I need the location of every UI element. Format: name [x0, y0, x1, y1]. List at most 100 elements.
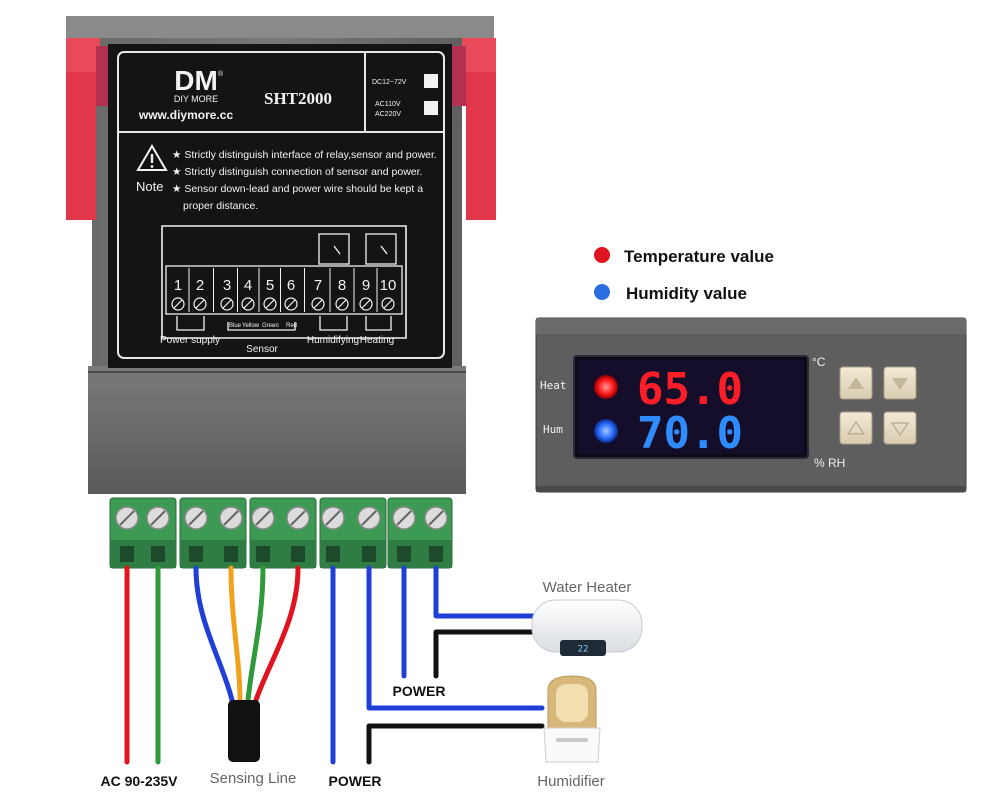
water-heater: 22: [531, 599, 643, 656]
group-label-power-supply: Power supply: [160, 335, 220, 346]
up-arrow-icon: [848, 377, 864, 389]
sensing-cable: [228, 700, 260, 762]
terminal-screw-icon: [424, 506, 448, 530]
controller-top-bar: [66, 16, 494, 38]
wire-sensor-blue: [193, 565, 235, 703]
unit-celsius: °C: [812, 355, 826, 369]
terminal-number: 10: [380, 277, 397, 294]
terminal-number: 7: [314, 277, 322, 294]
terminal-block: [109, 497, 177, 569]
wire-label-green: Green: [262, 323, 279, 329]
humidifier-label: Humidifier: [537, 773, 605, 790]
legend-temperature-label: Temperature value: [624, 247, 774, 266]
terminal-number: 6: [287, 277, 295, 294]
terminal-number: 8: [338, 277, 346, 294]
button-down-1[interactable]: [883, 366, 917, 400]
group-label-sensor: Sensor: [246, 344, 278, 355]
brand-website: www.diymore.cc: [138, 108, 234, 122]
brand-logo: DM: [174, 65, 218, 96]
wire-heater-blue: [433, 565, 537, 619]
warning-line-4: proper distance.: [183, 200, 258, 212]
terminal-screw-icon: [115, 506, 139, 530]
up-arrow-outline-icon: [846, 420, 866, 435]
terminal-screw-icon: [335, 297, 349, 311]
power-label-bottom: POWER: [329, 773, 382, 789]
warning-line-3: ★ Sensor down-lead and power wire should…: [172, 183, 423, 195]
legend-humidity-label: Humidity value: [626, 284, 747, 303]
sensing-line-label: Sensing Line: [210, 770, 297, 787]
wires: [124, 565, 545, 765]
terminal-screw-icon: [392, 506, 416, 530]
terminal-screw-icon: [219, 506, 243, 530]
button-up-1[interactable]: [839, 366, 873, 400]
controller-unit: DM ® DIY MORE www.diymore.cc SHT2000 DC1…: [66, 16, 496, 494]
temperature-reading: 65.0: [637, 364, 743, 415]
terminal-screw-icon: [359, 297, 373, 311]
terminal-screw-icon: [381, 297, 395, 311]
terminal-screw-icon: [171, 297, 185, 311]
terminal-screws: [171, 297, 395, 311]
terminal-blocks: [109, 497, 453, 569]
terminal-number: 3: [223, 277, 231, 294]
terminal-number: 5: [266, 277, 274, 294]
terminal-screw-icon: [251, 506, 275, 530]
terminal-screw-icon: [357, 506, 381, 530]
wire-sensor-yellow: [228, 565, 243, 703]
unit-rh: % RH: [814, 456, 845, 470]
left-mount-clip: [66, 38, 110, 220]
terminal-screw-icon: [284, 297, 298, 311]
terminal-screw-icon: [220, 297, 234, 311]
model-name: SHT2000: [264, 89, 332, 108]
terminal-screw-icon: [184, 506, 208, 530]
terminal-screw-icon: [321, 506, 345, 530]
terminal-screw-icon: [193, 297, 207, 311]
ac-voltage-label: AC 90-235V: [100, 773, 178, 789]
hum-indicator-led: [594, 419, 618, 443]
button-up-2[interactable]: [839, 411, 873, 445]
note-label: Note: [136, 179, 163, 194]
down-arrow-icon: [892, 378, 908, 390]
wire-sensor-red: [253, 565, 301, 703]
humidifier: [543, 675, 601, 763]
wire-humidifier-blue: [366, 565, 545, 711]
warning-icon: [136, 144, 168, 171]
terminal-number: 9: [362, 277, 370, 294]
brand-subtitle: DIY MORE: [174, 94, 218, 104]
legend-temperature-dot: [594, 247, 610, 263]
warning-line-2: ★ Strictly distinguish connection of sen…: [172, 166, 422, 178]
wire-humidifier-black: [366, 723, 545, 765]
terminal-number: 4: [244, 277, 252, 294]
terminal-schematic: [161, 225, 407, 339]
voltage-ac110-label: AC110V: [375, 101, 401, 108]
group-label-heating: Heating: [360, 335, 394, 346]
voltage-dc-checkbox: [424, 74, 438, 88]
wire-sensor-green: [245, 565, 266, 703]
voltage-dc-label: DC12~72V: [372, 79, 407, 86]
right-mount-clip: [452, 38, 496, 220]
down-arrow-outline-icon: [890, 422, 910, 437]
voltage-ac-checkbox: [424, 101, 438, 115]
wire-heater-black: [433, 629, 537, 679]
display-unit: Heat Hum 65.0 70.0 °C % RH: [535, 317, 967, 493]
controller-lower-body: [88, 366, 466, 494]
legend: Temperature value Humidity value: [594, 247, 774, 303]
warning-line-1: ★ Strictly distinguish interface of rela…: [172, 149, 437, 161]
legend-humidity-dot: [594, 284, 610, 300]
heat-indicator-led: [594, 375, 618, 399]
terminal-screw-icon: [286, 506, 310, 530]
humidity-reading: 70.0: [637, 408, 743, 459]
terminal-screw-icon: [146, 506, 170, 530]
hum-label: Hum: [543, 423, 563, 436]
brand-registered-mark: ®: [218, 70, 224, 78]
terminal-number: 1: [174, 277, 182, 294]
wire-label-red: Red: [286, 323, 297, 329]
voltage-ac220-label: AC220V: [375, 111, 401, 118]
wire-label-yellow: Yellow: [242, 323, 260, 329]
heat-label: Heat: [540, 379, 567, 392]
button-down-2[interactable]: [883, 411, 917, 445]
power-label-mid: POWER: [393, 683, 446, 699]
terminal-screw-icon: [241, 297, 255, 311]
terminal-screw-icon: [263, 297, 277, 311]
